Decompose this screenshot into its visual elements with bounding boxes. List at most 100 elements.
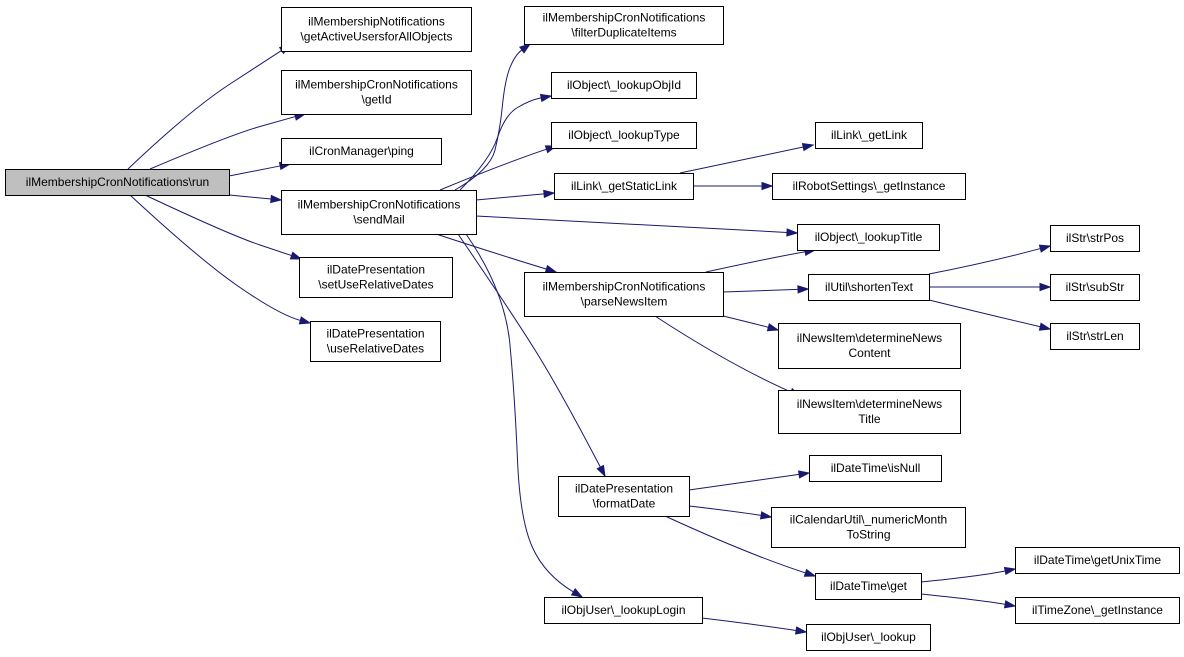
edge-arrowhead bbox=[1038, 244, 1052, 253]
node-setUseRelativeDates[interactable]: ilDatePresentation\setUseRelativeDates bbox=[299, 257, 453, 298]
node-getStaticLink[interactable]: ilLink\_getStaticLink bbox=[554, 173, 694, 200]
node-box bbox=[778, 323, 961, 369]
node-label-line: ilObjUser\_lookup bbox=[821, 630, 916, 644]
edge-sendMail-to-lookupObjId bbox=[459, 93, 553, 191]
node-getUnixTime[interactable]: ilDateTime\getUnixTime bbox=[1015, 547, 1180, 574]
edge-line bbox=[928, 248, 1041, 275]
node-box bbox=[558, 476, 690, 517]
edge-formatDate-to-isNull bbox=[688, 470, 811, 491]
node-label-line: ilObject\_lookupObjId bbox=[567, 78, 681, 92]
node-box bbox=[778, 390, 961, 434]
node-box bbox=[551, 72, 697, 99]
node-lookup[interactable]: ilObjUser\_lookup bbox=[806, 624, 931, 651]
node-label-line: ilDatePresentation bbox=[327, 263, 425, 277]
node-label-line: \filterDuplicateItems bbox=[571, 26, 676, 40]
edge-sendMail-to-getStaticLink bbox=[475, 189, 556, 201]
node-lookupObjId[interactable]: ilObject\_lookupObjId bbox=[551, 72, 697, 99]
node-robotGetInstance[interactable]: ilRobotSettings\_getInstance bbox=[772, 173, 966, 200]
edge-arrowhead bbox=[298, 316, 312, 325]
node-box bbox=[281, 190, 477, 235]
edge-arrowhead bbox=[1003, 566, 1017, 576]
node-box bbox=[797, 224, 940, 251]
node-label-line: ilMembershipCronNotifications bbox=[298, 198, 461, 212]
node-box bbox=[5, 169, 230, 196]
node-box bbox=[1050, 274, 1140, 301]
edge-line bbox=[435, 233, 547, 270]
edge-formatDate-to-dtGet bbox=[664, 515, 817, 577]
node-label-line: ilLink\_getStaticLink bbox=[571, 179, 678, 193]
node-label-line: ToString bbox=[846, 528, 890, 542]
edge-sendMail-to-parseNewsItem bbox=[435, 233, 558, 273]
node-shortenText[interactable]: ilUtil\shortenText bbox=[808, 274, 930, 301]
node-label-line: ilMembershipCronNotifications bbox=[295, 78, 458, 92]
edge-arrowhead bbox=[544, 264, 558, 273]
node-lookupLogin[interactable]: ilObjUser\_lookupLogin bbox=[544, 597, 703, 624]
node-label-line: \sendMail bbox=[353, 213, 404, 227]
node-box bbox=[1050, 323, 1140, 350]
node-label-line: ilUtil\shortenText bbox=[825, 280, 914, 294]
edge-line bbox=[465, 233, 574, 593]
node-box bbox=[1015, 597, 1180, 624]
edge-line bbox=[459, 97, 542, 191]
edge-arrowhead bbox=[270, 194, 283, 204]
node-label-line: Content bbox=[848, 346, 891, 360]
node-box bbox=[815, 573, 922, 600]
edge-shortenText-to-strLen bbox=[928, 299, 1052, 331]
node-filterDuplicateItems[interactable]: ilMembershipCronNotifications\filterDupl… bbox=[524, 6, 724, 45]
edge-line bbox=[722, 288, 799, 293]
edge-line bbox=[228, 194, 272, 200]
node-tzGetInstance[interactable]: ilTimeZone\_getInstance bbox=[1015, 597, 1180, 624]
node-label-line: ilTimeZone\_getInstance bbox=[1032, 603, 1163, 617]
node-formatDate[interactable]: ilDatePresentation\formatDate bbox=[558, 476, 690, 517]
edge-run-to-useRelativeDates bbox=[129, 194, 312, 325]
node-dtGet[interactable]: ilDateTime\get bbox=[815, 573, 922, 600]
node-label-line: \getId bbox=[361, 93, 391, 107]
edge-sendMail-to-filterDuplicateItems bbox=[454, 43, 532, 191]
node-run[interactable]: ilMembershipCronNotifications\run bbox=[5, 169, 230, 196]
node-useRelativeDates[interactable]: ilDatePresentation\useRelativeDates bbox=[310, 321, 441, 362]
node-label-line: ilCalendarUtil\_numericMonth bbox=[790, 513, 947, 527]
node-label-line: \getActiveUsersforAllObjects bbox=[300, 30, 452, 44]
edge-arrowhead bbox=[570, 588, 584, 598]
node-strPos[interactable]: ilStr\strPos bbox=[1050, 225, 1140, 252]
edge-line bbox=[129, 194, 301, 321]
node-isNull[interactable]: ilDateTime\isNull bbox=[809, 455, 942, 482]
node-lookupType[interactable]: ilObject\_lookupType bbox=[551, 122, 697, 149]
edge-line bbox=[439, 148, 547, 191]
node-subStr[interactable]: ilStr\subStr bbox=[1050, 274, 1140, 301]
edge-line bbox=[654, 315, 792, 393]
node-label-line: ilCronManager\ping bbox=[309, 144, 414, 158]
node-box bbox=[544, 597, 703, 624]
node-box bbox=[281, 138, 442, 165]
node-getId[interactable]: ilMembershipCronNotifications\getId bbox=[281, 70, 472, 115]
node-label-line: ilDateTime\isNull bbox=[831, 461, 921, 475]
edge-getStaticLink-to-robotGetInstance bbox=[693, 181, 774, 191]
edge-line bbox=[701, 617, 797, 631]
node-label-line: ilDateTime\getUnixTime bbox=[1034, 553, 1161, 567]
node-getLink[interactable]: ilLink\_getLink bbox=[815, 122, 923, 149]
edge-run-to-getActiveUsers bbox=[127, 44, 292, 170]
node-label-line: ilDatePresentation bbox=[326, 327, 424, 341]
edge-arrowhead bbox=[759, 511, 773, 520]
node-lookupTitle[interactable]: ilObject\_lookupTitle bbox=[797, 224, 940, 251]
edge-arrowhead bbox=[596, 464, 606, 478]
node-box bbox=[281, 70, 472, 115]
node-label-line: ilStr\strLen bbox=[1066, 329, 1123, 343]
edge-arrowhead bbox=[761, 181, 774, 191]
node-ping[interactable]: ilCronManager\ping bbox=[281, 138, 442, 165]
edge-line bbox=[688, 505, 762, 516]
node-getActiveUsers[interactable]: ilMembershipNotifications\getActiveUsers… bbox=[281, 7, 472, 52]
edge-arrowhead bbox=[786, 228, 799, 237]
node-box bbox=[772, 173, 966, 200]
node-label-line: \useRelativeDates bbox=[327, 342, 424, 356]
edge-arrowhead bbox=[766, 323, 780, 332]
nodes-layer: ilMembershipCronNotifications\run ilMembe… bbox=[5, 6, 1180, 651]
node-box bbox=[815, 122, 923, 149]
node-parseNewsItem[interactable]: ilMembershipCronNotifications\parseNewsI… bbox=[524, 272, 724, 317]
node-strLen[interactable]: ilStr\strLen bbox=[1050, 323, 1140, 350]
node-sendMail[interactable]: ilMembershipCronNotifications\sendMail bbox=[281, 190, 477, 235]
edge-arrowhead bbox=[797, 285, 810, 294]
